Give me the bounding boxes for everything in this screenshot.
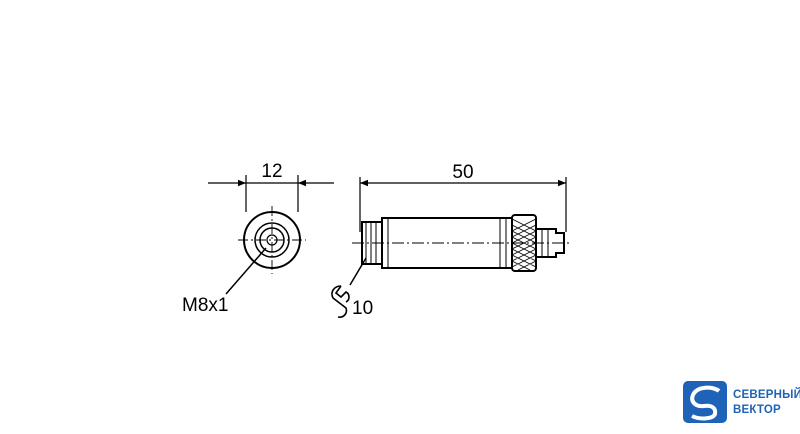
company-logo: СЕВЕРНЫЙ ВЕКТОР	[683, 381, 800, 423]
logo-line-1: СЕВЕРНЫЙ	[733, 388, 800, 401]
side-view	[331, 177, 572, 318]
wrench-size-label: 10	[352, 298, 373, 319]
wrench-icon	[331, 285, 350, 318]
wrench-leader-line	[349, 257, 367, 286]
knurl-pattern	[511, 218, 537, 271]
length-dimension-label: 50	[452, 162, 473, 183]
end-view	[208, 175, 334, 295]
width-dimension-label: 12	[261, 161, 282, 182]
thread-label: M8x1	[182, 295, 228, 316]
thread-leader-line	[225, 247, 267, 295]
logo-line-2: ВЕКТОР	[733, 404, 781, 416]
connector-tip	[535, 228, 565, 258]
logo-mark-swirl	[690, 385, 721, 421]
